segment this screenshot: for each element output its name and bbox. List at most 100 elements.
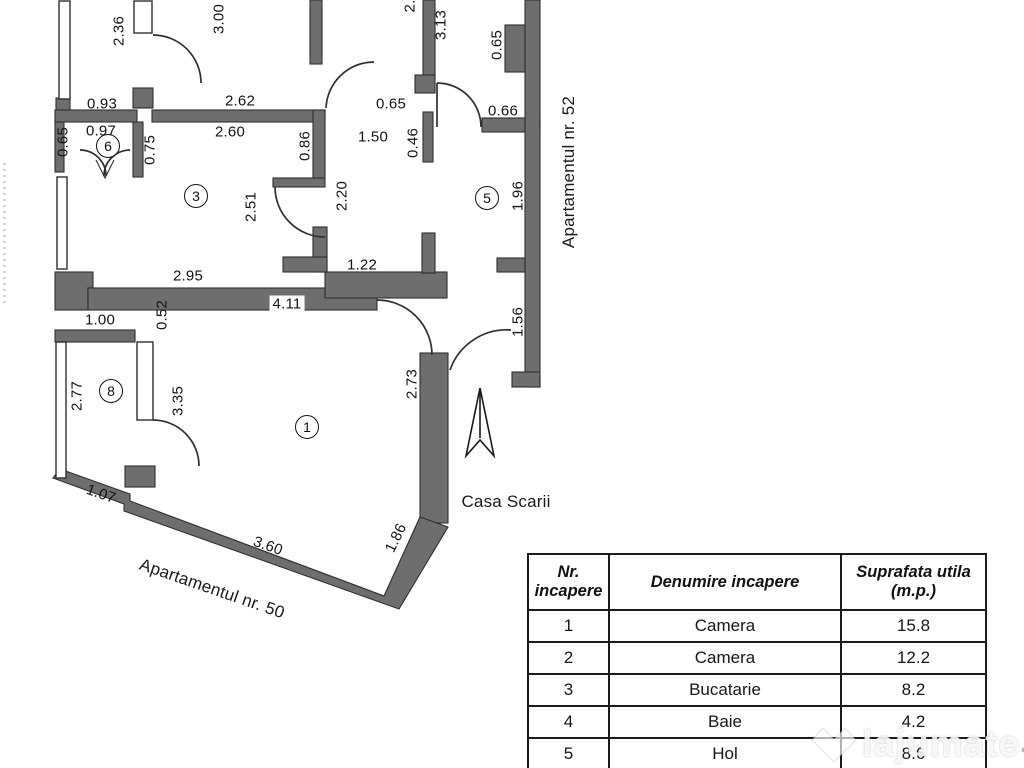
dimension-label: 1.56 <box>509 307 527 337</box>
table-header-row: Nr. incapere Denumire incapere Suprafata… <box>527 553 987 611</box>
window <box>133 0 153 34</box>
plan-title-label: Casa Scarii <box>461 492 551 511</box>
wall <box>54 329 136 343</box>
walls <box>52 0 541 610</box>
door-arc <box>449 329 512 371</box>
door-arc <box>376 299 433 356</box>
dimension-label: 2.51 <box>242 192 260 222</box>
stair-arrow-icon <box>464 387 496 459</box>
table-cell: 3 <box>527 673 610 707</box>
dimension-label: 0.75 <box>141 135 159 165</box>
dimension-label: 3.35 <box>169 386 187 416</box>
dimension-label: 1.00 <box>85 311 115 329</box>
table-cell: Camera <box>608 641 842 675</box>
table-cell: 2 <box>527 641 610 675</box>
dimension-label: 1.22 <box>347 256 377 274</box>
wall <box>87 287 378 311</box>
plan-title-label: Apartamentul nr. 52 <box>559 95 578 249</box>
room-number-1: 1 <box>295 415 319 439</box>
window <box>136 341 154 421</box>
window <box>58 0 71 100</box>
dimension-label: 2.95 <box>173 267 203 285</box>
wall <box>312 109 326 179</box>
wall <box>132 87 154 109</box>
dimension-label: 0.66 <box>488 102 518 120</box>
dimension-label: 1.50 <box>358 128 388 146</box>
wall <box>132 121 144 178</box>
wall <box>324 271 448 299</box>
table-cell: 8.2 <box>840 673 987 707</box>
door-arc <box>152 419 200 467</box>
table-cell: 15.8 <box>840 609 987 643</box>
dimension-label: 0.65 <box>488 30 506 60</box>
room-number-6: 6 <box>96 134 120 158</box>
table-cell: 1 <box>527 609 610 643</box>
table-cell: Baie <box>608 705 842 739</box>
dimension-label: 1.96 <box>509 181 527 211</box>
dimension-label: 2. <box>401 0 419 13</box>
wall <box>151 109 326 123</box>
room-number-8: 8 <box>99 379 123 403</box>
header-denumire: Denumire incapere <box>608 553 842 611</box>
door-arc <box>152 34 202 84</box>
table-cell: Bucatarie <box>608 673 842 707</box>
dimension-label: 2.62 <box>225 92 255 110</box>
dimension-label: 0.93 <box>87 95 117 113</box>
wall <box>272 177 326 188</box>
header-suprafata: Suprafata utila (m.p.) <box>840 553 987 611</box>
door-arc <box>274 186 326 238</box>
window <box>55 341 67 479</box>
dimension-label: 0.52 <box>153 300 171 330</box>
dimension-label: 2.60 <box>215 123 245 141</box>
table-cell: 8.6 <box>840 737 987 768</box>
closet-door-arc <box>79 149 107 177</box>
wall <box>511 371 541 388</box>
wall <box>422 111 434 163</box>
wall <box>496 257 526 273</box>
wall <box>309 0 323 65</box>
table-cell: 4.2 <box>840 705 987 739</box>
dimension-label: 3.13 <box>432 10 450 40</box>
wall <box>414 74 436 94</box>
dimension-label: 0.86 <box>296 131 314 161</box>
room-area-table: Nr. incapere Denumire incapere Suprafata… <box>527 553 987 768</box>
dimension-label: 4.11 <box>269 295 305 313</box>
wall <box>421 232 436 274</box>
closet-door-arc <box>103 149 131 177</box>
wall <box>124 465 156 488</box>
dimension-label: 2.73 <box>403 369 421 399</box>
window <box>56 176 68 270</box>
dimension-label: 2.77 <box>68 381 86 411</box>
diagonal-outer-wall <box>52 468 449 610</box>
table-cell: Camera <box>608 609 842 643</box>
wall <box>524 0 541 388</box>
table-cell: Hol <box>608 737 842 768</box>
table-cell: 12.2 <box>840 641 987 675</box>
dimension-label: 0.46 <box>404 128 422 158</box>
dimension-label: 0.65 <box>54 127 72 157</box>
left-edge-faint-text <box>3 163 6 305</box>
header-nr-incapere: Nr. incapere <box>527 553 610 611</box>
door-arc <box>436 82 482 128</box>
dimension-label: 3.00 <box>210 4 228 34</box>
wall <box>504 24 526 73</box>
table-cell: 4 <box>527 705 610 739</box>
dimension-label: 0.65 <box>376 95 406 113</box>
door-arcs <box>79 34 512 467</box>
table-cell: 5 <box>527 737 610 768</box>
closet-door-leaf <box>95 159 115 180</box>
wall <box>54 109 138 123</box>
wall <box>54 271 94 311</box>
dimension-label: 2.36 <box>110 16 128 46</box>
windows <box>55 0 154 479</box>
room-number-5: 5 <box>475 186 499 210</box>
dimension-label: 2.20 <box>333 181 351 211</box>
wall <box>54 121 65 173</box>
